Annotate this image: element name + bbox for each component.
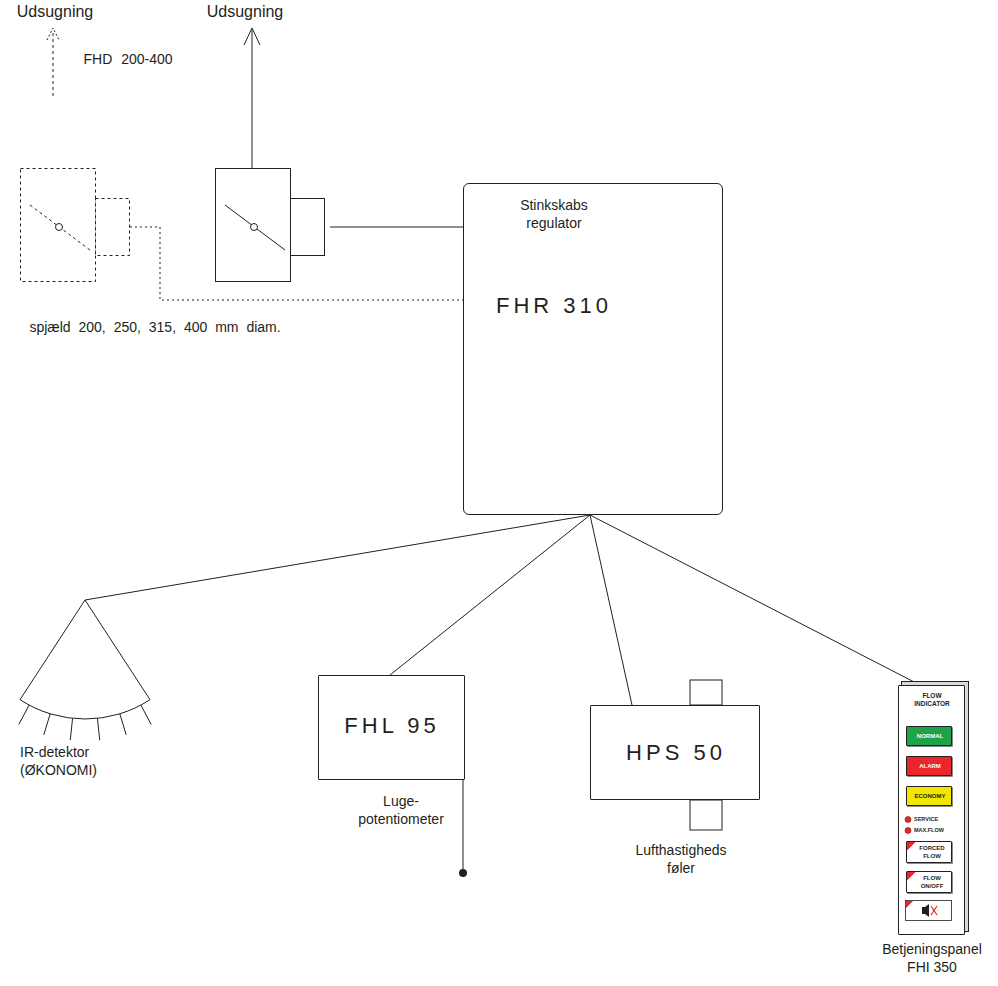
- hatch-potentiometer: FHL 95Luge- potentiometer: [318, 675, 465, 780]
- damper-housing: [21, 169, 96, 282]
- node-label: FHD 200-400: [83, 50, 172, 68]
- damper-housing: [216, 169, 291, 282]
- exhaust-arrow: [252, 30, 253, 168]
- damper-axis: [251, 224, 258, 231]
- exhaust-arrow-dashed: [53, 30, 54, 96]
- damper-axis: [56, 224, 63, 231]
- detector-ray: [44, 714, 50, 735]
- node-label: Stinkskabs regulator: [504, 196, 604, 232]
- airspeed-sensor: HPS 50Lufthastigheds føler: [590, 705, 760, 800]
- signal-wire: [390, 515, 590, 675]
- node-label: FHR 310: [496, 292, 612, 321]
- status-button: ALARM: [906, 756, 952, 776]
- node-label: NORMAL: [917, 733, 943, 741]
- led-dot: [905, 828, 911, 834]
- node-label: FORCED FLOW: [918, 845, 946, 861]
- damper-blade: [30, 205, 90, 250]
- damper-actuator: [291, 199, 325, 256]
- detector-cone: [20, 600, 150, 719]
- control-panel: NORMAL ALARM ECONOMY FORCED FLOW FLOW ON/OFF…: [898, 685, 965, 935]
- led-dot: [905, 817, 911, 823]
- ir-detector: IR-detektor (ØKONOMI): [20, 600, 150, 790]
- exhaust-label: Udsugning: [17, 2, 94, 23]
- signal-wire: [85, 515, 590, 600]
- detector-ray: [120, 714, 126, 735]
- node-label: HPS 50: [626, 739, 726, 768]
- detector-ray: [19, 705, 29, 724]
- node-label: ECONOMY: [914, 793, 945, 801]
- node-label: Lufthastigheds føler: [626, 841, 736, 877]
- node-label: spjæld 200, 250, 315, 400 mm diam.: [29, 318, 280, 336]
- damper-symbol: [20, 168, 130, 282]
- led-label: SERVICE: [914, 816, 938, 823]
- signal-wire: [330, 227, 463, 228]
- led-label: MAX.FLOW: [914, 827, 944, 834]
- status-button: NORMAL: [906, 726, 952, 746]
- exhaust-label: Udsugning: [207, 2, 284, 23]
- arrow-head: [244, 28, 260, 45]
- signal-wire: [590, 515, 632, 705]
- status-button: ECONOMY: [906, 786, 952, 806]
- mute-cross: [931, 906, 937, 915]
- mute-button: [906, 901, 952, 921]
- node-label: FHL 95: [344, 712, 439, 741]
- arrow-head: [47, 28, 59, 40]
- damper-unit: FHD 200-400: [215, 168, 330, 282]
- damper-actuator: [96, 199, 130, 256]
- node-label: Betjeningspanel FHI 350: [872, 940, 992, 976]
- detector-ray: [97, 718, 99, 740]
- node-label: IR-detektor (ØKONOMI): [20, 743, 125, 779]
- speaker-icon: [922, 904, 929, 917]
- mute-cross: [931, 906, 937, 915]
- push-button: FLOW ON/OFF: [906, 871, 952, 893]
- push-button: FORCED FLOW: [906, 841, 952, 863]
- node-label: Luge- potentiometer: [351, 792, 451, 828]
- node-label: FLOW ON/OFF: [918, 875, 946, 891]
- potentiometer-wire: [463, 780, 464, 870]
- sensor-tab: [690, 680, 722, 705]
- sensor-tab: [690, 800, 722, 830]
- node-label: ALARM: [919, 763, 941, 771]
- damper-blade: [225, 205, 285, 250]
- node-label: FLOW INDICATOR: [910, 692, 954, 709]
- button-corner: [906, 901, 913, 908]
- damper-dashed: spjæld 200, 250, 315, 400 mm diam.: [20, 168, 130, 282]
- wire-end-dot: [459, 869, 467, 877]
- signal-wire: [590, 515, 920, 685]
- damper-symbol: [215, 168, 330, 282]
- controller-box: Stinkskabs regulatorFHR 310: [463, 183, 723, 515]
- detector-ray: [70, 718, 72, 740]
- detector-ray: [141, 705, 151, 724]
- detector-symbol: [20, 600, 150, 790]
